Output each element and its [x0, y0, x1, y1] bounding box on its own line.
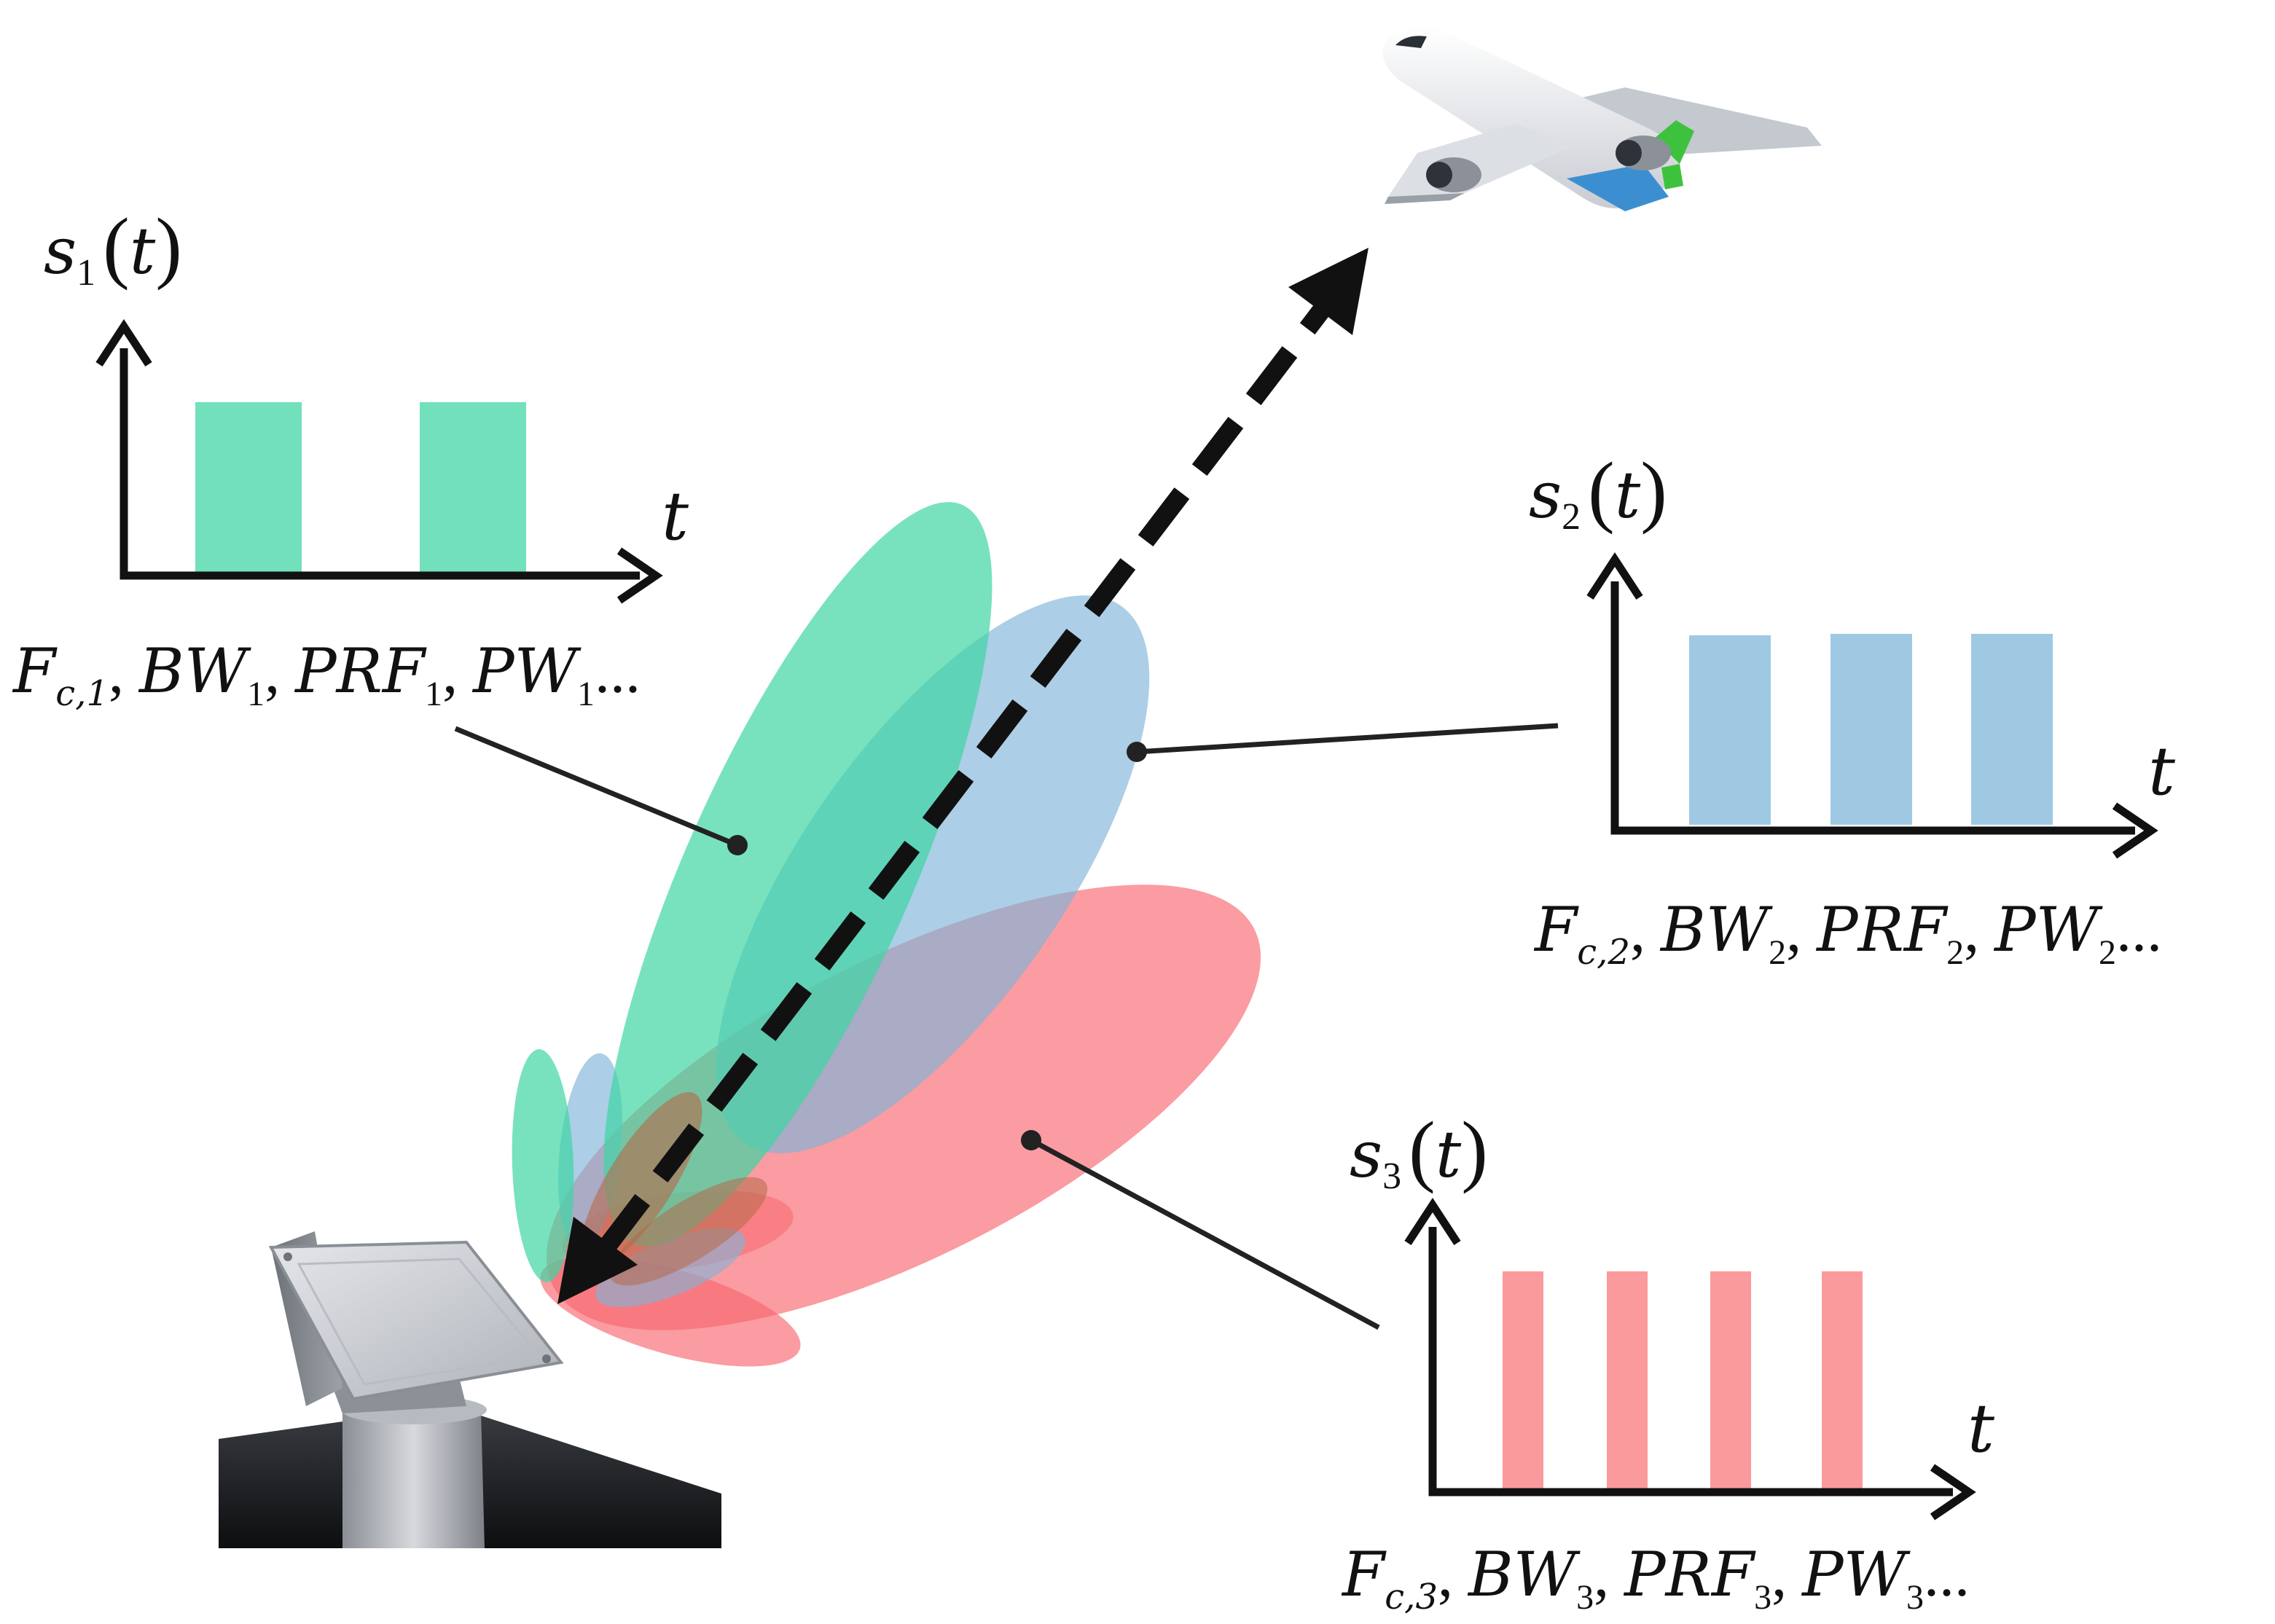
- signal-label: s1(t): [44, 202, 182, 294]
- pulse: [1689, 635, 1771, 825]
- pulse: [1830, 634, 1912, 825]
- axes: [1610, 581, 2135, 835]
- axis-label-t: t: [662, 477, 689, 555]
- green-main-lobe: [603, 502, 992, 1247]
- axis-label-t: t: [2148, 732, 2176, 810]
- signal-plot-s2: t s2(t) Fc,2, BW2, PRF2, PW2...: [1529, 446, 2176, 973]
- pulse: [1503, 1271, 1543, 1490]
- pointer-dot-s3: [1021, 1130, 1041, 1150]
- y-axis-arrowhead: [95, 318, 152, 367]
- pointer-dot-s2: [1127, 742, 1147, 762]
- axis-label-t: t: [1967, 1389, 1995, 1467]
- pointer-s3: [1030, 1137, 1380, 1330]
- airplane-icon: [1382, 27, 1822, 211]
- line-of-sight-arrow: [557, 248, 1368, 1304]
- pulse: [195, 402, 302, 572]
- pointer-dot-s1: [727, 835, 748, 855]
- overlap-lobe-2: [609, 1177, 768, 1286]
- x-axis-arrowhead: [1930, 1464, 1976, 1521]
- pulse: [1710, 1271, 1751, 1490]
- signal-params: Fc,1, BW1, PRF1, PW1...: [12, 635, 641, 714]
- pointer-s2: [1136, 723, 1559, 755]
- axes: [1428, 1227, 1953, 1496]
- pointer-lines: [454, 723, 1559, 1330]
- arrowhead-target: [1288, 248, 1368, 335]
- pulse: [1971, 634, 2053, 825]
- pulse: [1822, 1271, 1863, 1490]
- signal-plot-s3: t s3(t) Fc,3, BW3, PRF3, PW3...: [1341, 1105, 1995, 1617]
- pulse: [420, 402, 526, 572]
- x-axis-arrowhead: [616, 547, 663, 604]
- y-axis-arrowhead: [1404, 1197, 1461, 1246]
- x-axis-arrowhead: [2112, 802, 2158, 859]
- axes: [120, 348, 640, 580]
- overlap-lobe-1: [580, 1091, 702, 1269]
- signal-plot-s1: t s1(t) Fc,1, BW1, PRF1, PW1...: [12, 202, 689, 714]
- signal-label: s2(t): [1529, 446, 1667, 538]
- radar-antenna-icon: [219, 1231, 721, 1548]
- pointer-s1: [454, 726, 739, 848]
- radar-panel-face: [268, 1240, 564, 1401]
- signal-label: s3(t): [1350, 1105, 1488, 1197]
- pulse: [1607, 1271, 1648, 1490]
- signal-params: Fc,3, BW3, PRF3, PW3...: [1341, 1539, 1970, 1617]
- signal-params: Fc,2, BW2, PRF2, PW2...: [1533, 894, 2162, 973]
- beam-pattern: [512, 502, 1261, 1367]
- y-axis-arrowhead: [1586, 552, 1643, 600]
- arrowhead-radar: [557, 1217, 638, 1304]
- green-side-lobe: [512, 1049, 574, 1282]
